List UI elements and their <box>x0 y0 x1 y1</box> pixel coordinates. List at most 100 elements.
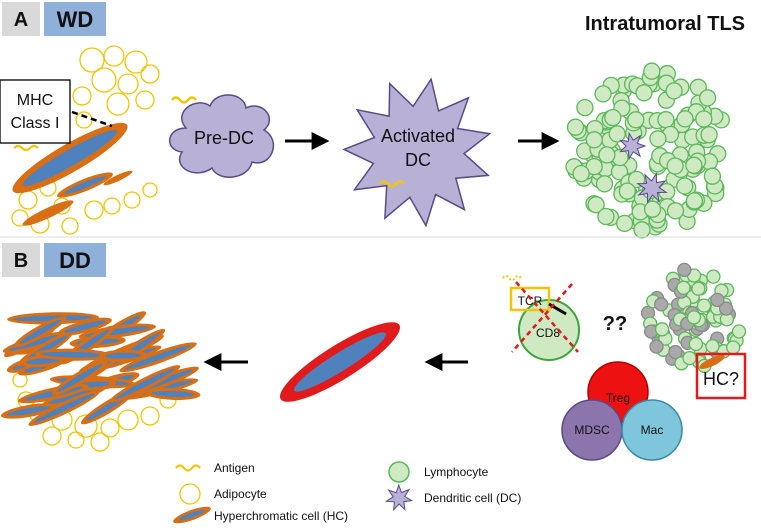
antigen-icon <box>171 96 197 104</box>
cd8-label: CD8 <box>536 326 560 340</box>
hyperchromatic-cell-icon <box>28 390 100 426</box>
lymphocyte-icon <box>686 310 702 325</box>
hyperchromatic-cell-icon <box>98 349 148 362</box>
adipocyte-icon <box>74 414 98 438</box>
panel-b-tag-box <box>44 243 106 277</box>
grey-cell-icon <box>649 339 664 354</box>
intratumoral-tls-title: Intratumoral TLS <box>585 13 745 35</box>
hyperchromatic-cell-icon <box>51 360 108 396</box>
mhc-label-box <box>0 79 71 144</box>
pre-dc-label: Pre-DC <box>194 128 254 148</box>
lymphocyte-icon <box>633 221 651 239</box>
lymphocyte-icon <box>627 111 645 129</box>
adipocyte-icon <box>67 431 85 449</box>
grey-cell-icon <box>718 301 734 316</box>
lymphocyte-icon <box>688 336 704 352</box>
lymphocyte-icon <box>682 350 697 366</box>
grey-cell-icon <box>654 297 669 312</box>
lymphocyte-icon <box>685 192 704 210</box>
lymphocyte-icon <box>572 164 590 183</box>
panel-b-tag: DD <box>59 248 91 273</box>
lymphocyte-icon <box>566 118 585 136</box>
hyperchromatic-cell-icon <box>58 317 112 336</box>
adipocyte-icon <box>61 217 79 235</box>
tls-lymphocyte-cluster-b <box>640 262 747 374</box>
mdsc-label: MDSC <box>574 423 610 437</box>
lymphocyte-icon <box>618 182 636 200</box>
panel-a-letter: A <box>14 9 28 31</box>
adipocyte-icon <box>79 47 105 73</box>
lymphocyte-icon <box>705 339 720 354</box>
mhc-label-line1: MHC <box>17 92 53 109</box>
lymphocyte-icon <box>597 207 615 226</box>
lymphocyte-icon <box>643 62 661 80</box>
tls-lymphocyte-cluster-a <box>565 62 730 239</box>
legend-hyperchromatic: Hyperchromatic cell (HC) <box>214 509 348 523</box>
lymphocyte-icon <box>576 98 594 117</box>
legend-adipocyte: Adipocyte <box>214 487 267 501</box>
lymphocyte-icon <box>635 84 653 102</box>
legend: Antigen Adipocyte Hyperchromatic cell (H… <box>173 461 521 524</box>
antigen-icon <box>379 180 405 188</box>
lymphocyte-icon <box>706 269 721 284</box>
adipocyte-icon <box>75 111 93 129</box>
lymphocyte-icon <box>691 281 706 296</box>
adipocyte-icon <box>42 426 62 446</box>
adipocyte-icon <box>124 50 148 74</box>
hyperchromatic-cell-icon <box>119 342 197 373</box>
lymphocyte-icon <box>703 167 722 185</box>
lymphocyte-icon <box>594 85 612 103</box>
hc-question-box <box>695 352 747 400</box>
adipocyte-icon <box>140 64 160 84</box>
treg-label: Treg <box>606 391 630 405</box>
legend-dendritic-icon <box>384 483 414 512</box>
panel-a-tag-box <box>44 2 106 36</box>
legend-antigen: Antigen <box>214 461 255 475</box>
legend-lymphocyte-icon <box>388 461 410 483</box>
adipocyte-icon <box>90 432 110 452</box>
tcr-label: TCR <box>518 294 543 308</box>
lymphocyte-icon <box>643 200 662 218</box>
adipocyte-icon <box>117 73 139 95</box>
adipocyte-icon <box>100 418 120 438</box>
panel-b-letter-box <box>2 243 40 277</box>
hc-question-label: HC? <box>703 369 739 389</box>
legend-antigen-icon <box>175 464 201 472</box>
activated-dc-label-line1: Activated <box>381 126 455 146</box>
lymphocyte-icon <box>731 324 747 339</box>
hyperchromatic-cell-mass <box>1 311 201 426</box>
lymphocyte-icon <box>676 110 694 128</box>
hyperchromatic-cell-icon <box>34 348 112 361</box>
mhc-label-line2: Class I <box>11 115 60 132</box>
adipocyte-icon <box>91 67 117 93</box>
lymphocyte-icon <box>615 214 634 233</box>
red-hc-nucleus <box>293 332 387 392</box>
lymphocyte-icon <box>665 82 683 100</box>
activated-dc-label-line2: DC <box>405 150 431 170</box>
tcr-box <box>509 286 551 312</box>
hyperchromatic-cell-icon <box>2 331 71 354</box>
unknown-mechanism-label: ?? <box>603 313 627 335</box>
adipocyte-icon <box>117 409 139 431</box>
activated-dc-cell <box>342 77 492 228</box>
mhc-pointer-line <box>71 110 113 128</box>
adipocyte-icon <box>72 86 92 106</box>
adipocyte-icon <box>103 45 125 67</box>
lymphocyte-icon <box>585 131 603 149</box>
lymphocyte-icon <box>595 175 614 193</box>
lymphocyte-icon <box>695 110 713 128</box>
lymphocyte-icon <box>608 125 626 143</box>
antigen-icon <box>502 275 522 281</box>
cross-out-line <box>515 281 579 353</box>
lymphocyte-icon <box>696 298 712 313</box>
lymphocyte-icon <box>666 157 684 175</box>
hyperchromatic-cell-icon <box>7 312 99 325</box>
adipocyte-icon <box>135 90 155 110</box>
cross-out-line <box>511 283 573 353</box>
lymphocyte-icon <box>676 177 694 195</box>
mac-cell <box>621 399 683 461</box>
adipocyte-icon <box>140 406 160 426</box>
lymphocyte-icon <box>698 89 717 107</box>
adipocyte-icon <box>106 92 130 116</box>
